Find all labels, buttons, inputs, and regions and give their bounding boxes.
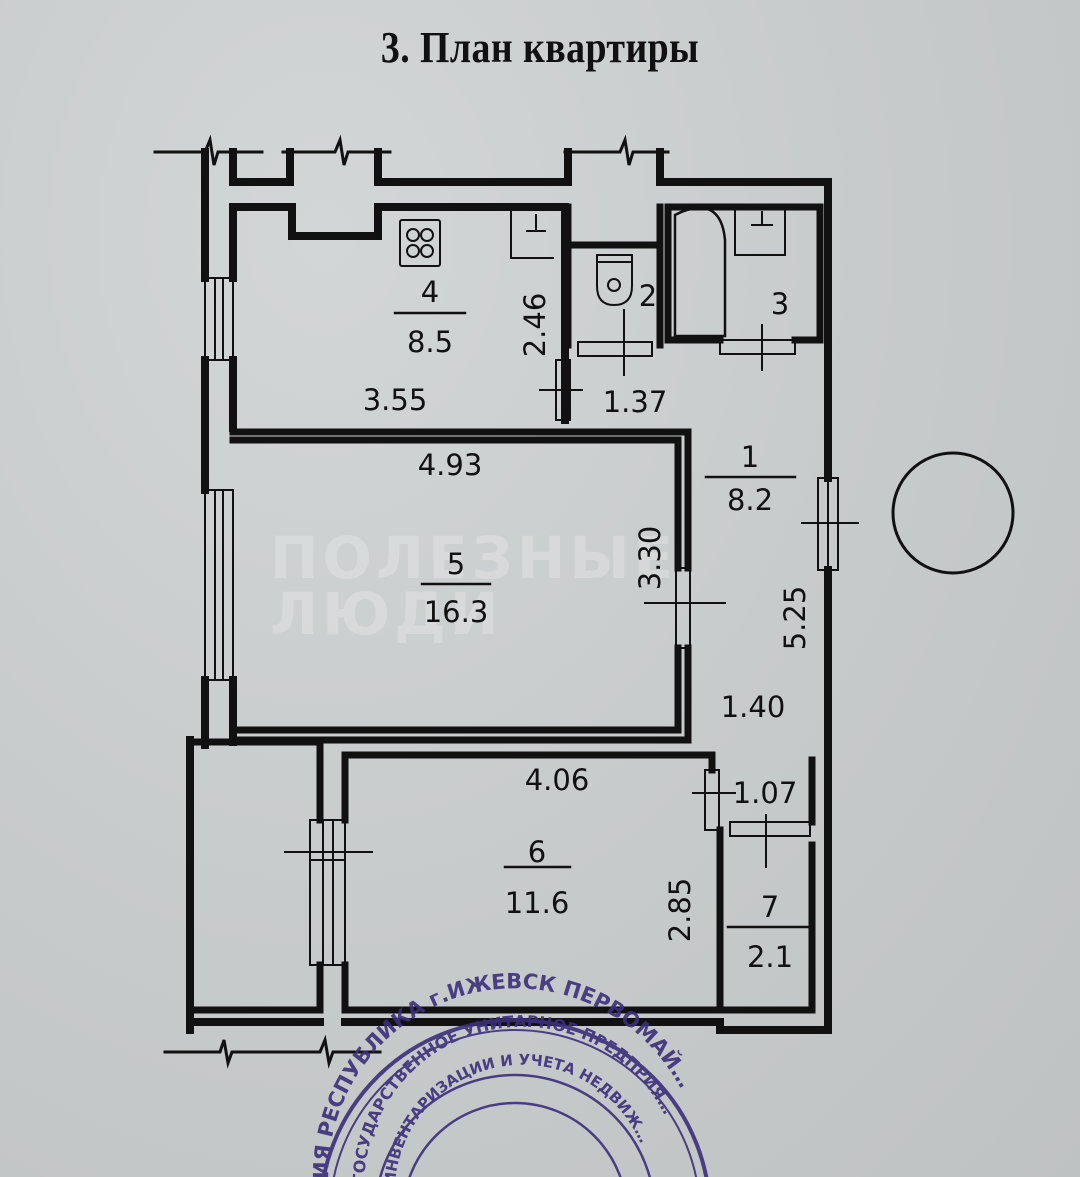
room-5-area: 16.3 xyxy=(424,595,489,629)
room-7-number: 7 xyxy=(761,890,779,924)
bottom-break-lines xyxy=(163,1034,382,1069)
bathtub-icon xyxy=(673,206,727,338)
dim-kitchen-width: 3.55 xyxy=(363,383,428,417)
toilet-icon xyxy=(596,254,633,307)
room-4-area: 8.5 xyxy=(407,325,453,359)
fraction-bars xyxy=(393,311,814,929)
dim-corridor-bottom: 1.07 xyxy=(733,776,798,810)
room-2-number: 2 xyxy=(639,279,657,313)
dim-kitchen-depth: 2.46 xyxy=(518,293,552,358)
dim-room5-width: 4.93 xyxy=(418,448,483,482)
room-6-area: 11.6 xyxy=(505,886,570,920)
dim-hall-width: 1.40 xyxy=(721,690,786,724)
dim-room6-width: 4.06 xyxy=(525,763,590,797)
page-title: 3. План квартиры xyxy=(380,23,700,72)
top-break-lines xyxy=(153,134,670,166)
room-3-number: 3 xyxy=(771,287,789,321)
outer-walls xyxy=(186,148,832,1034)
room-7-area: 2.1 xyxy=(747,940,793,974)
room-1-number: 1 xyxy=(741,440,759,474)
dim-room5-depth: 3.30 xyxy=(633,526,667,591)
compass-circle xyxy=(891,451,1015,575)
door-openings xyxy=(555,339,811,837)
bath-sink-icon xyxy=(734,209,786,256)
room-4-number: 4 xyxy=(421,275,439,309)
dim-room6-depth: 2.85 xyxy=(663,878,697,943)
room-6-number: 6 xyxy=(528,835,546,869)
door-markers xyxy=(284,309,859,868)
kitchen-sink-icon xyxy=(510,206,554,259)
dim-corridor-top: 1.37 xyxy=(603,385,668,419)
interior-walls xyxy=(186,203,824,1014)
dim-hall-length: 5.25 xyxy=(778,586,812,651)
windows xyxy=(204,277,839,966)
room-5-number: 5 xyxy=(447,547,465,581)
room-1-area: 8.2 xyxy=(727,483,773,517)
stamp: …ИЯ РЕСПУБЛИКА г.ИЖЕВСК ПЕРВОМАЙ… …ГОСУД… xyxy=(309,969,709,1177)
stove-icon xyxy=(399,219,441,267)
